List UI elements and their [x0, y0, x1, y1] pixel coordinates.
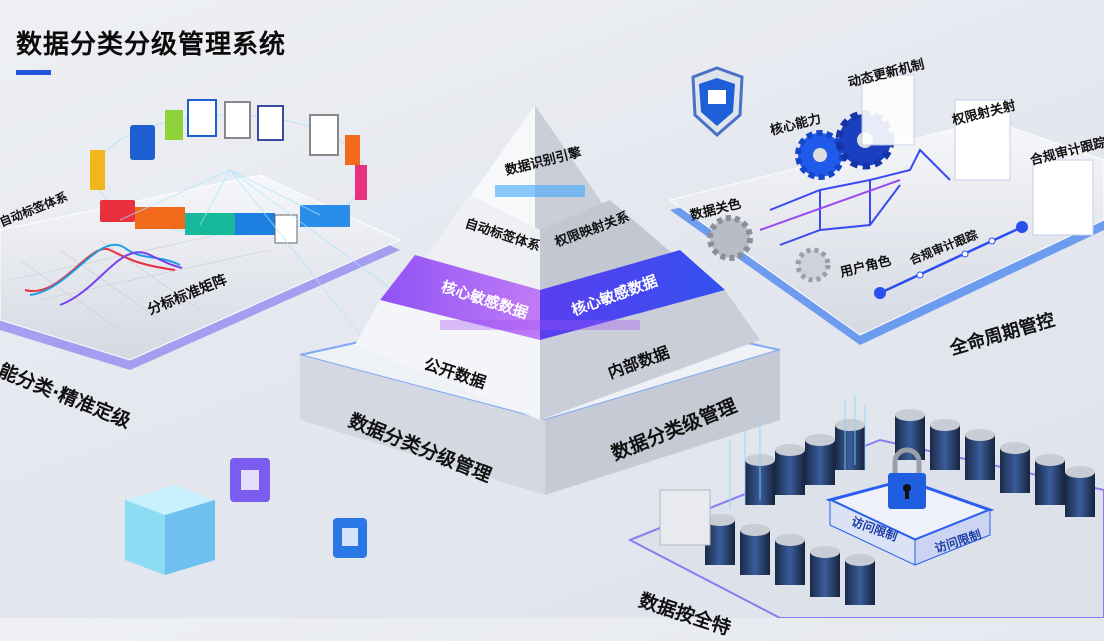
database-server-icon: [1065, 466, 1095, 517]
lock-icon: [888, 447, 926, 509]
database-server-icon: [1035, 454, 1065, 505]
database-server-icon: [805, 434, 835, 485]
classification-pyramid: [355, 105, 760, 420]
illustration-scene: [0, 66, 1104, 618]
data-category-ring: [90, 99, 421, 361]
database-server-icon: [965, 429, 995, 480]
database-server-icon: [775, 534, 805, 585]
security-platform: [627, 395, 1104, 618]
shield-icon: [691, 66, 744, 138]
database-server-icon: [1000, 442, 1030, 493]
page-title: 数据分类分级管理系统: [16, 30, 287, 60]
database-server-icon: [810, 546, 840, 597]
right-platform: [668, 66, 1104, 345]
database-server-icon: [845, 554, 875, 605]
database-server-icon: [775, 444, 805, 495]
database-server-icon: [930, 419, 960, 470]
database-server-icon: [835, 419, 865, 470]
decorative-cubes: [125, 458, 367, 575]
title-accent-bar: [16, 70, 51, 75]
document-card: [861, 74, 1094, 236]
database-server-icon: [740, 524, 770, 575]
